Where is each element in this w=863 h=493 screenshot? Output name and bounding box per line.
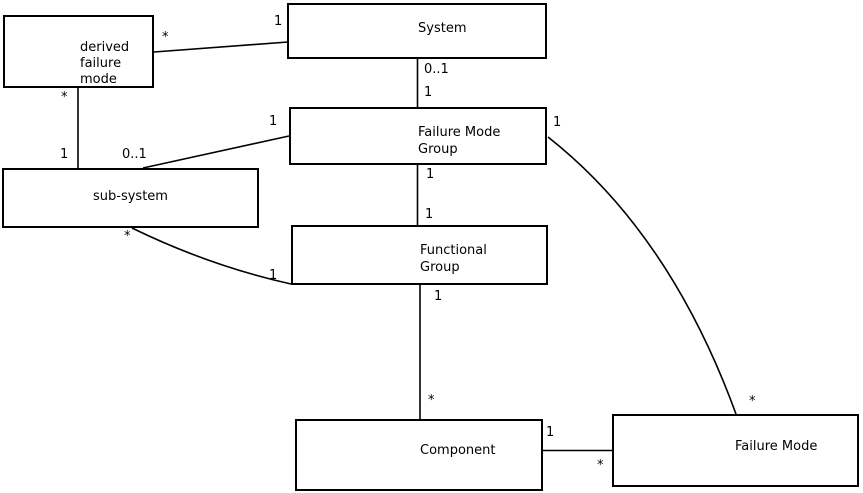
multiplicity-label: * (428, 393, 435, 408)
multiplicity-label: 1 (269, 114, 278, 129)
multiplicity-label: 1 (60, 147, 69, 162)
multiplicity-label: 1 (425, 207, 434, 222)
multiplicity-label: 1 (553, 115, 562, 130)
multiplicity-label: * (749, 394, 756, 409)
multiplicity-label: 0..1 (424, 62, 449, 77)
multiplicity-label: * (61, 90, 68, 105)
entity-label: derived failure mode (80, 40, 130, 87)
entity-label: Component (420, 443, 496, 458)
multiplicity-label: 1 (546, 425, 555, 440)
entity-label: Failure Mode Group (418, 125, 501, 157)
entity-box-derived-failure-mode: derived failure mode (3, 15, 154, 88)
entity-label: Functional Group (420, 243, 487, 275)
entity-box-failure-mode: Failure Mode (612, 414, 859, 487)
multiplicity-label: * (597, 458, 604, 473)
multiplicity-label: 1 (434, 289, 443, 304)
entity-label: System (418, 21, 467, 36)
entity-label: Failure Mode (735, 439, 818, 454)
entity-label: sub-system (93, 189, 168, 204)
entity-box-sub-system: sub-system (2, 168, 259, 228)
entity-box-component: Component (295, 419, 543, 491)
multiplicity-label: 1 (426, 167, 435, 182)
connector-failure-mode-group-sub-system (142, 135, 290, 169)
entity-box-functional-group: Functional Group (291, 225, 548, 285)
entity-box-system: System (287, 3, 547, 59)
multiplicity-label: 1 (269, 268, 278, 283)
connector-derived-failure-mode-system (153, 41, 289, 53)
entity-box-failure-mode-group: Failure Mode Group (289, 107, 547, 165)
multiplicity-label: * (124, 229, 131, 244)
multiplicity-label: 0..1 (122, 147, 147, 162)
connector-failure-mode-group-failure-mode (547, 136, 737, 415)
multiplicity-label: 1 (424, 85, 433, 100)
connector-sub-system-functional-group (131, 227, 292, 285)
multiplicity-label: * (162, 30, 169, 45)
multiplicity-label: 1 (274, 14, 283, 29)
